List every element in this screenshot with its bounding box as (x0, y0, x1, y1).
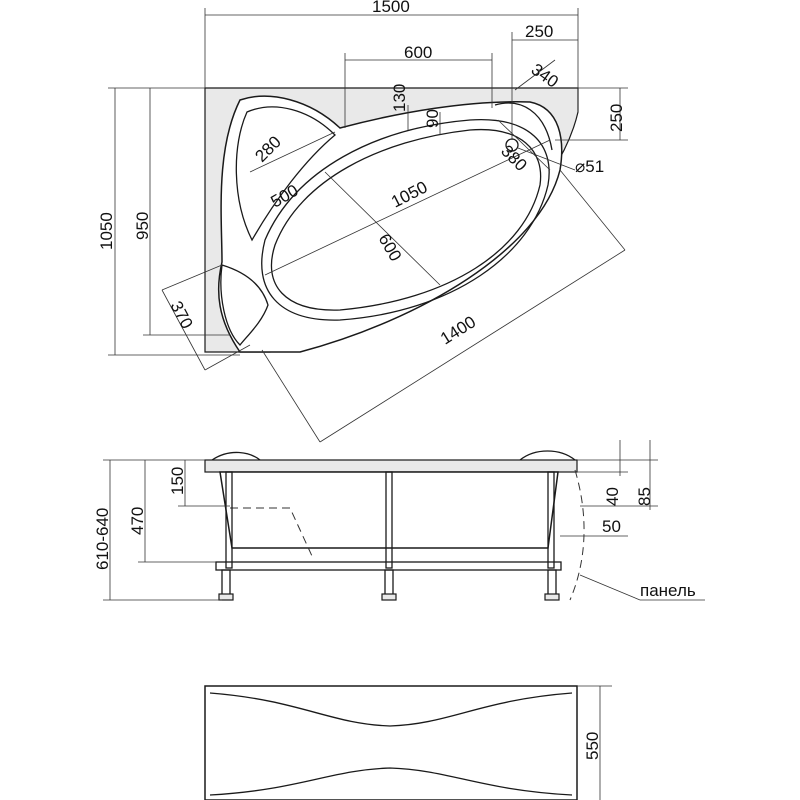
tub-rim-top (204, 459, 578, 473)
dim-470: 470 (128, 507, 147, 535)
dim-550: 550 (583, 732, 602, 760)
dim-250-top: 250 (525, 22, 553, 41)
rim-shape-right (519, 450, 576, 461)
dim-250-right: 250 (607, 104, 626, 132)
inner-bowl-step (261, 119, 550, 321)
dim-600: 600 (404, 43, 432, 62)
frame (215, 471, 562, 601)
dim-150: 150 (168, 467, 187, 495)
panel-label: панель (640, 581, 696, 600)
panel-outline (204, 685, 578, 800)
dim-130: 130 (390, 84, 409, 112)
dim-50: 50 (602, 517, 621, 536)
dim-370: 370 (166, 298, 196, 332)
side-view: 150 470 610-640 40 85 50 панель (93, 440, 705, 601)
top-view: 1500 250 600 340 130 90 250 280 380 ⌀51 … (97, 0, 628, 443)
dim-1400: 1400 (437, 312, 479, 348)
side-view-dimension-lines (103, 440, 705, 601)
panel-bottom-curve (209, 767, 573, 796)
corner-seat (220, 264, 269, 346)
headrest-lobe (235, 106, 336, 242)
top-view-dimension-lines (108, 8, 628, 443)
dim-90: 90 (423, 109, 442, 128)
dim-40: 40 (603, 487, 622, 506)
panel-top-curve (209, 692, 573, 727)
shoulder-detail (494, 102, 553, 151)
front-panel-curve (569, 469, 585, 601)
dim-85: 85 (635, 487, 654, 506)
dim-1050-height: 1050 (97, 212, 116, 250)
dim-950-height: 950 (133, 212, 152, 240)
dim-610-640: 610-640 (93, 508, 112, 570)
panel-view: 550 (204, 685, 612, 800)
rim-shape (211, 451, 261, 461)
inner-bowl (270, 128, 542, 311)
dim-340: 340 (528, 60, 562, 92)
tub-profile-left (230, 507, 313, 557)
tub-body (219, 471, 559, 549)
dim-1500: 1500 (372, 0, 410, 16)
tub-rim (217, 95, 563, 353)
drain-diameter-51: ⌀51 (575, 157, 604, 176)
